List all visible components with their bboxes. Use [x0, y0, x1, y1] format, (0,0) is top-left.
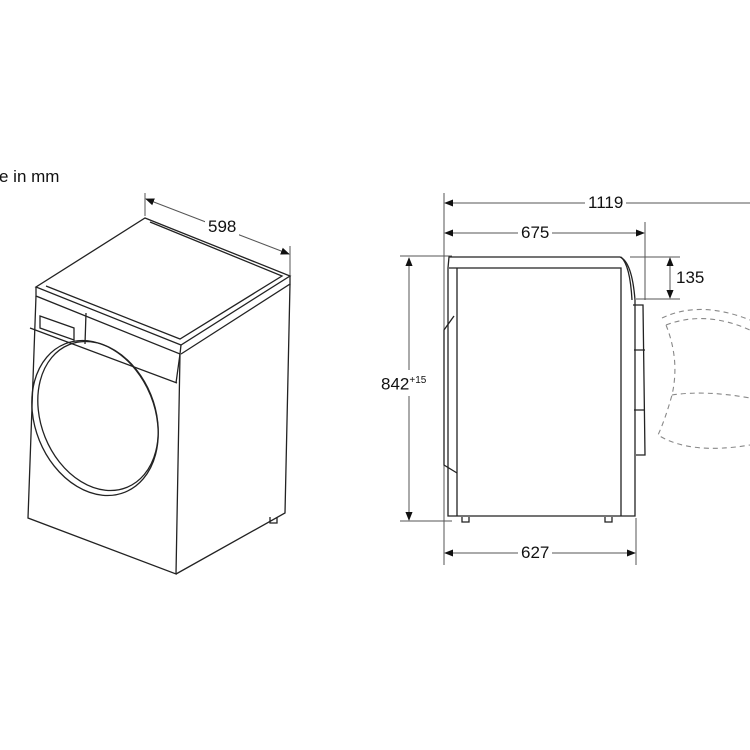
- base-depth-label: 627: [518, 544, 553, 562]
- depth-open-label: 1119: [585, 194, 627, 212]
- height-value: 842: [381, 374, 410, 394]
- height-label: 842+15: [381, 370, 427, 396]
- isometric-view: [27, 193, 292, 575]
- units-caption: e in mm: [0, 168, 63, 186]
- side-view: [400, 193, 750, 565]
- height-tolerance: +15: [409, 375, 427, 386]
- door-protrusion-label: 135: [676, 268, 705, 287]
- width-label: 598: [205, 218, 240, 236]
- depth-label: 675: [518, 224, 553, 242]
